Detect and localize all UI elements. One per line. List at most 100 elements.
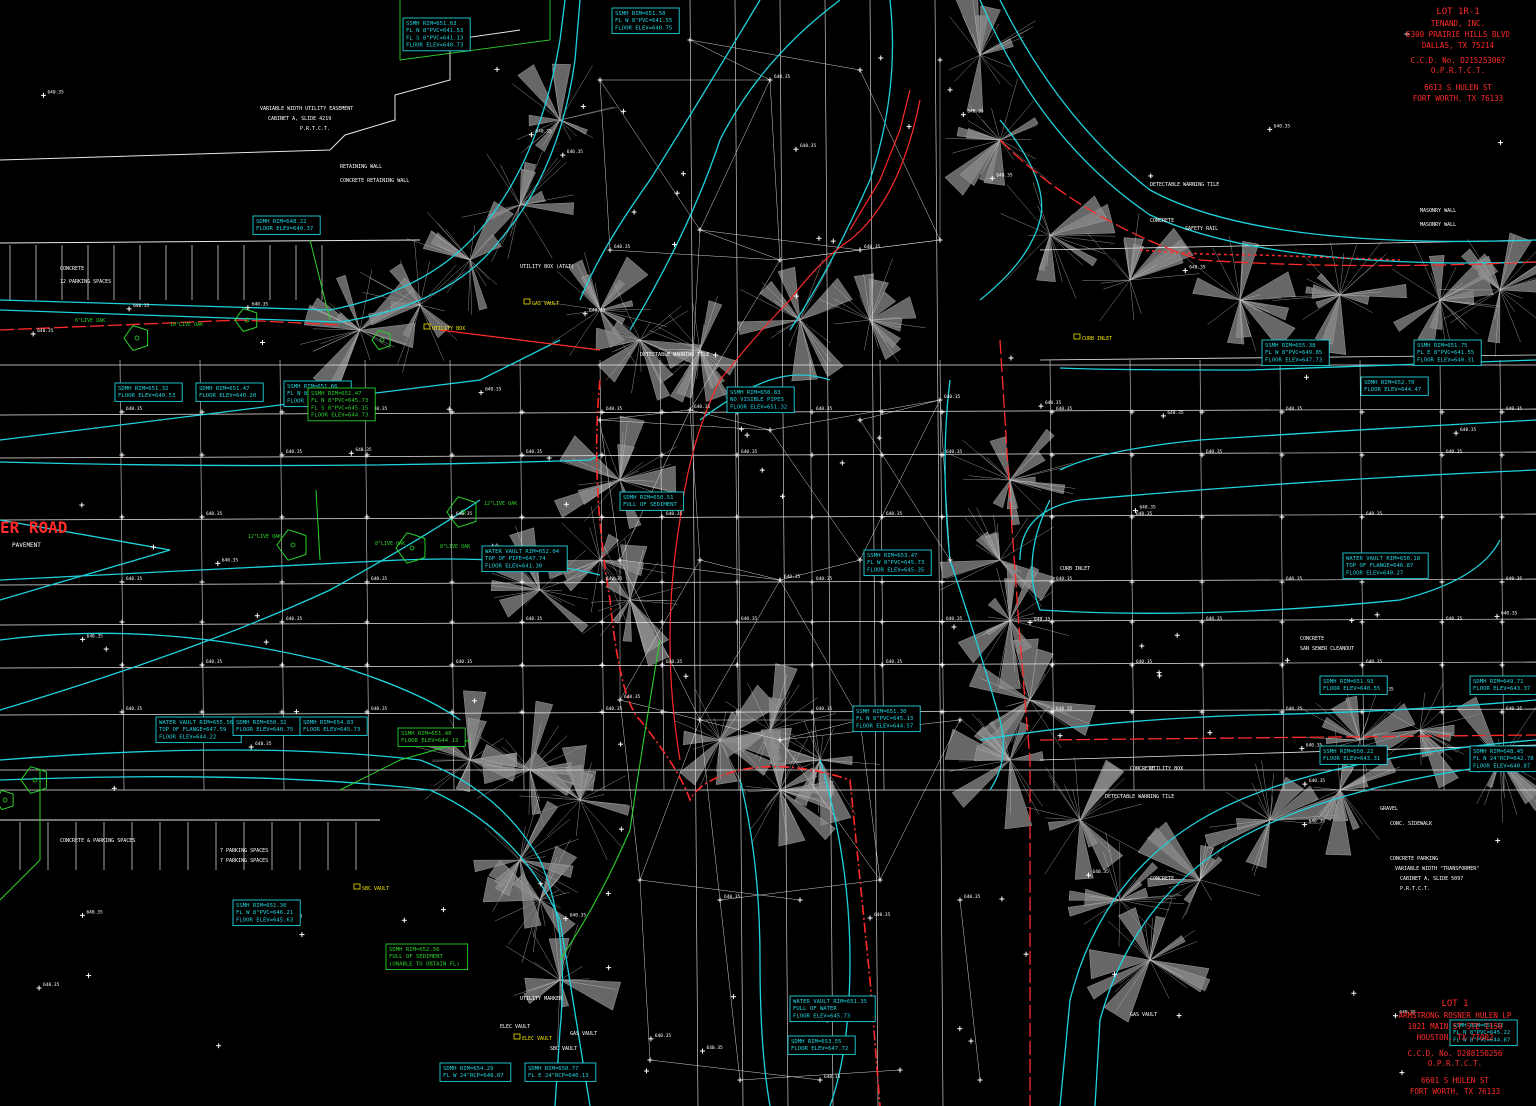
lot-se-line: LOT 1 [1441,999,1468,1009]
spot-elevation: 640.35 [126,303,150,312]
callout-text: FLOOR ELEV=645.73 [303,727,360,733]
tin-edge [779,579,861,721]
callout-text: SSMH RIM=653.47 [867,553,918,559]
tin-line [948,54,981,71]
tin-triangle [1499,759,1536,811]
tin-triangle [469,259,488,311]
spot-elevation: 640.35 [119,706,143,715]
tin-line [1009,619,1069,636]
tin-line [639,305,682,341]
tin-line [620,339,641,345]
tin-line [788,319,801,347]
spot-elevation [734,662,740,668]
tin-triangle [1049,195,1108,236]
callout-text: FLOOR ELEV=640.27 [1346,570,1403,576]
tin-triangle [1006,564,1018,621]
tin-fan [473,795,579,929]
spot-elevation [999,896,1005,902]
tin-edge [639,879,651,1061]
tin-line [1045,817,1081,821]
tin-triangle [1339,758,1396,791]
tin-line [967,507,1001,561]
tin-line [779,789,820,800]
tin-line [948,453,1011,481]
tin-edge [599,419,621,561]
tin-line [693,739,721,750]
grid-line [1129,359,1135,791]
tin-line [590,559,601,613]
lot-ne-line: 6613 S HULEN ST [1424,83,1492,92]
spot-elevation: 640.35 [519,449,543,458]
spot-elevation: 640.35 [245,302,268,311]
spot-elevation: 640.35 [40,89,64,98]
tree-trunk [409,545,415,551]
spot-elevation-value: 640.35 [37,328,54,334]
yellow-label: CURB INLET [1082,336,1112,342]
tin-line [552,910,561,981]
spot-elevation: 640.35 [582,308,606,317]
grid-line [689,0,699,1106]
utility-line [0,499,481,711]
tin-triangle [579,799,631,816]
tin-fan [948,0,1036,113]
tin-line [512,83,561,121]
tin-triangle [469,233,502,261]
tin-line [543,119,561,145]
tin-triangle [1321,717,1361,741]
site-label: DETECTABLE WARNING TILE [640,352,709,358]
tin-line [1044,819,1081,875]
tin-line [619,479,667,491]
tin-triangle [985,619,1011,636]
site-label: CONCRETE & PARKING SPACES [60,838,135,844]
spot-elevation: 640.35 [1439,449,1463,458]
spot-elevation: 640.35 [767,74,791,83]
spot-elevation [744,432,750,438]
spot-elevation [119,619,125,625]
tin-line [1167,870,1201,881]
spot-elevation [111,785,117,791]
grid-line [734,0,744,1106]
callout-text: FLOOR ELEV=640.75 [615,25,672,31]
tin-line [1149,918,1153,961]
site-label: CONCRETE PARKING [1390,856,1438,862]
spot-elevation [1174,632,1180,638]
tin-triangle [1103,959,1151,1023]
tree-canopy [123,325,149,351]
tin-line [1046,234,1051,266]
tin-line [552,68,561,121]
tin-line [1494,289,1501,357]
callout-text: SDMH RIM=649.71 [1473,679,1524,685]
tin-line [940,559,1001,591]
tin-edge [859,69,941,241]
tin-line [1339,294,1373,313]
tin-line [869,319,902,329]
spot-elevation [939,514,945,520]
tin-line [1306,278,1341,296]
tin-line [1339,257,1382,296]
spot-elevation-value: 640.35 [252,302,269,308]
tin-line [1009,479,1013,520]
spot-elevation [1023,951,1029,957]
spot-elevation: 640.35 [617,694,641,703]
utility-line [0,339,561,441]
spot-elevation [599,662,605,668]
spot-elevation: 640.35 [1499,406,1523,415]
tin-triangle [777,266,801,321]
tin-line [1045,767,1081,821]
spot-elevation [937,237,943,243]
spot-elevation [86,973,92,979]
tin-triangle [622,599,632,642]
tin-line [629,599,676,601]
site-label: ELEC VAULT [500,1024,530,1030]
tin-line [599,291,622,311]
tin-line [769,674,788,731]
tin-triangle [480,744,531,771]
tin-fan [648,296,738,411]
tin-line [987,616,1011,621]
